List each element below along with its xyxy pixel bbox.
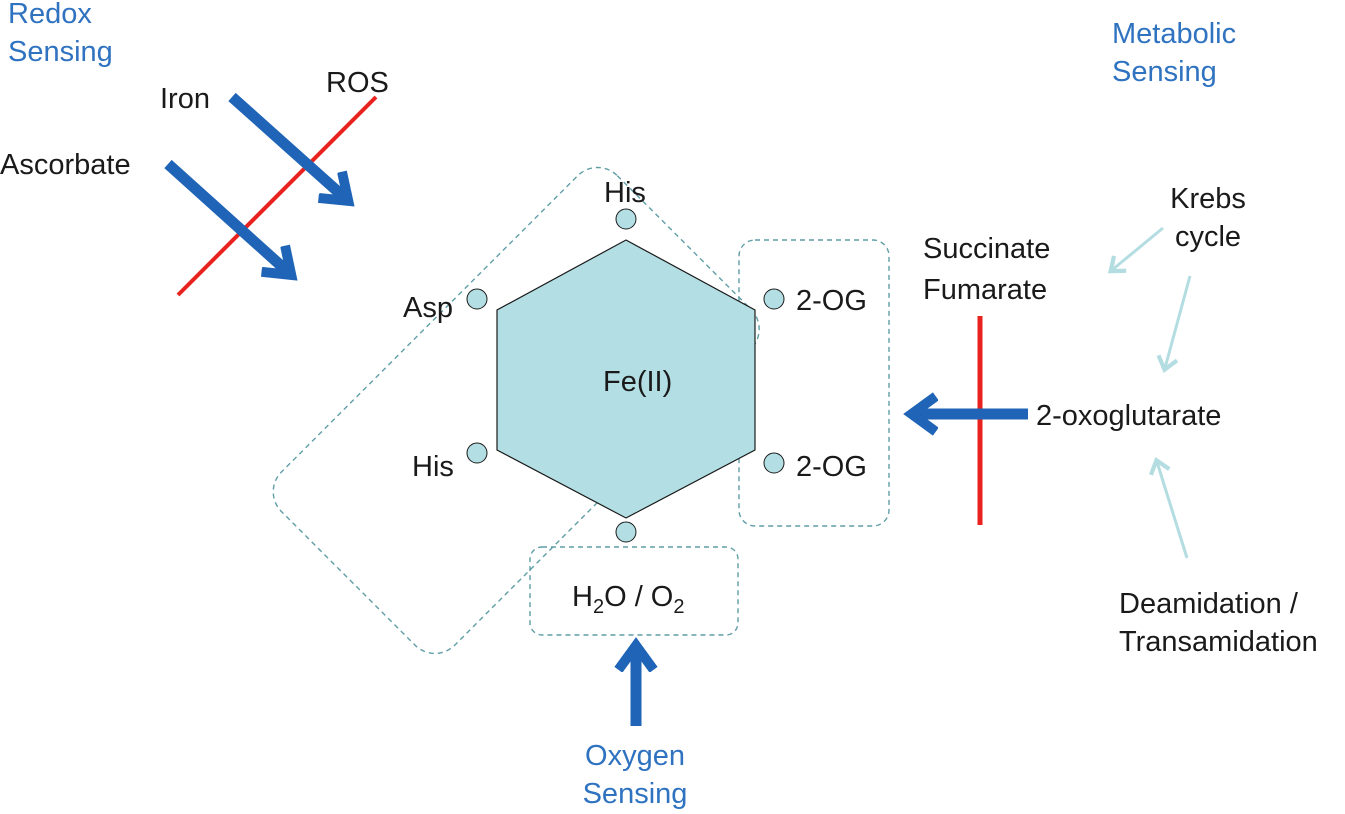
ascorbate-arrow: [164, 159, 288, 272]
2og-top-label: 2-OG: [796, 285, 867, 317]
ros-label: ROS: [326, 67, 389, 99]
deamidation-to-oxoglutarate-arrow: [1149, 457, 1189, 559]
his-top-ligand-circle: [615, 208, 637, 230]
iron-arrow: [228, 92, 345, 198]
his-top-label: His: [604, 177, 646, 209]
his-bottom-label: His: [412, 451, 454, 483]
succinate-label: Succinate: [923, 233, 1051, 265]
fe-ii-label: Fe(II): [603, 366, 673, 398]
oxoglutarate-label: 2-oxoglutarate: [1036, 400, 1222, 432]
2og-bottom-label: 2-OG: [796, 451, 867, 483]
fe-hexagon: [496, 239, 756, 519]
ros-inhibition-line: [176, 95, 378, 297]
his-bottom-ligand-circle: [466, 442, 488, 464]
asp-label: Asp: [403, 292, 453, 324]
water-oxygen-label: H2O / O2: [572, 581, 685, 618]
water-oxygen-group-box: [529, 546, 739, 636]
2og-ligand-group-box: [738, 239, 890, 527]
krebs-to-oxoglutarate-arrow: [1156, 275, 1192, 374]
deamidation-transamidation-label: Deamidation /Transamidation: [1119, 588, 1318, 658]
fumarate-label: Fumarate: [923, 274, 1048, 306]
water-oxygen-ligand-circle: [615, 521, 637, 543]
ascorbate-label: Ascorbate: [0, 149, 131, 181]
asp-ligand-circle: [466, 288, 488, 310]
2og-bottom-ligand-circle: [763, 452, 785, 474]
iron-label: Iron: [160, 83, 210, 115]
krebs-to-succinate-arrow: [1107, 226, 1164, 274]
2og-top-ligand-circle: [763, 288, 785, 310]
